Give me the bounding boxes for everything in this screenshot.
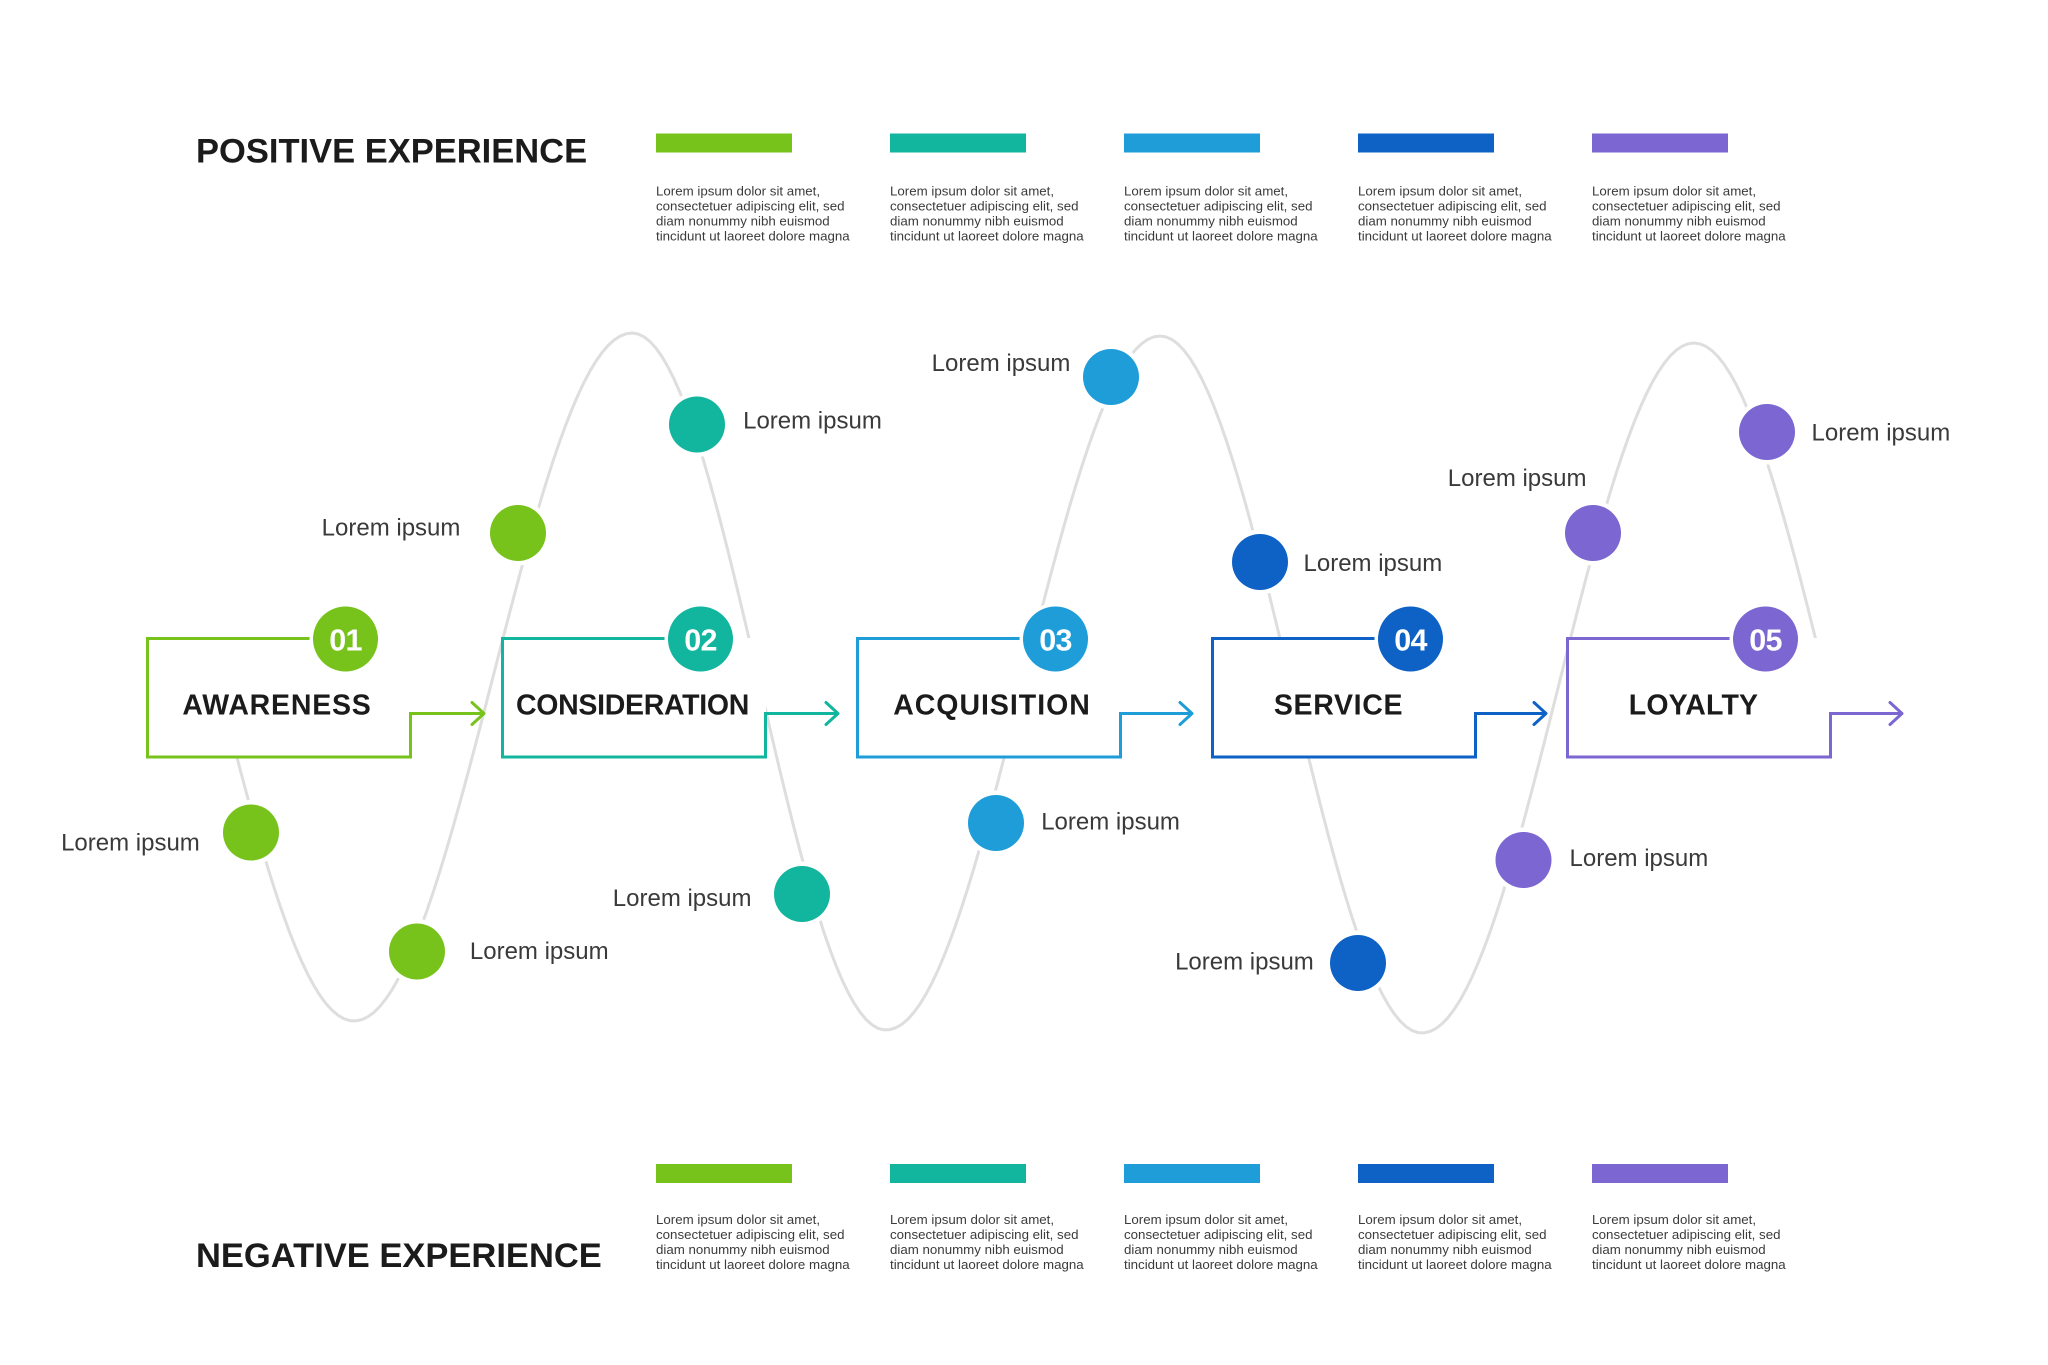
svg-text:Lorem ipsum dolor sit amet,con: Lorem ipsum dolor sit amet,consectetuer … [1592,183,1786,243]
svg-text:Lorem ipsum: Lorem ipsum [1448,465,1587,492]
svg-text:Lorem ipsum dolor sit amet,con: Lorem ipsum dolor sit amet,consectetuer … [1358,183,1552,243]
svg-text:Lorem ipsum dolor sit amet,con: Lorem ipsum dolor sit amet,consectetuer … [890,1212,1084,1272]
svg-text:Lorem ipsum: Lorem ipsum [470,938,609,965]
svg-text:Lorem ipsum dolor sit amet,con: Lorem ipsum dolor sit amet,consectetuer … [656,183,850,243]
svg-text:04: 04 [1394,623,1427,657]
svg-text:POSITIVE EXPERIENCE: POSITIVE EXPERIENCE [196,133,587,171]
svg-text:NEGATIVE EXPERIENCE: NEGATIVE EXPERIENCE [196,1237,602,1275]
svg-text:03: 03 [1039,623,1072,657]
svg-text:Lorem ipsum: Lorem ipsum [61,830,200,857]
svg-text:ACQUISITION: ACQUISITION [893,689,1091,721]
svg-text:Lorem ipsum: Lorem ipsum [1570,845,1709,872]
svg-text:Lorem ipsum: Lorem ipsum [1812,419,1951,446]
svg-text:Lorem ipsum dolor sit amet,con: Lorem ipsum dolor sit amet,consectetuer … [1124,183,1318,243]
svg-text:Lorem ipsum: Lorem ipsum [322,514,461,541]
svg-text:AWARENESS: AWARENESS [182,689,371,721]
svg-text:Lorem ipsum: Lorem ipsum [743,407,882,434]
svg-text:Lorem ipsum: Lorem ipsum [932,350,1071,377]
svg-text:SERVICE: SERVICE [1274,689,1403,721]
svg-text:Lorem ipsum dolor sit amet,con: Lorem ipsum dolor sit amet,consectetuer … [1592,1212,1786,1272]
svg-text:05: 05 [1749,623,1782,657]
svg-text:Lorem ipsum: Lorem ipsum [1175,949,1314,976]
svg-text:Lorem ipsum dolor sit amet,con: Lorem ipsum dolor sit amet,consectetuer … [1124,1212,1318,1272]
svg-text:LOYALTY: LOYALTY [1629,689,1758,721]
svg-text:01: 01 [329,623,362,657]
svg-text:02: 02 [684,623,717,657]
svg-text:Lorem ipsum dolor sit amet,con: Lorem ipsum dolor sit amet,consectetuer … [656,1212,850,1272]
svg-text:CONSIDERATION: CONSIDERATION [516,689,749,721]
svg-text:Lorem ipsum dolor sit amet,con: Lorem ipsum dolor sit amet,consectetuer … [890,183,1084,243]
svg-text:Lorem ipsum: Lorem ipsum [613,885,752,912]
svg-text:Lorem ipsum: Lorem ipsum [1304,550,1443,577]
svg-text:Lorem ipsum dolor sit amet,con: Lorem ipsum dolor sit amet,consectetuer … [1358,1212,1552,1272]
svg-text:Lorem ipsum: Lorem ipsum [1041,808,1180,835]
